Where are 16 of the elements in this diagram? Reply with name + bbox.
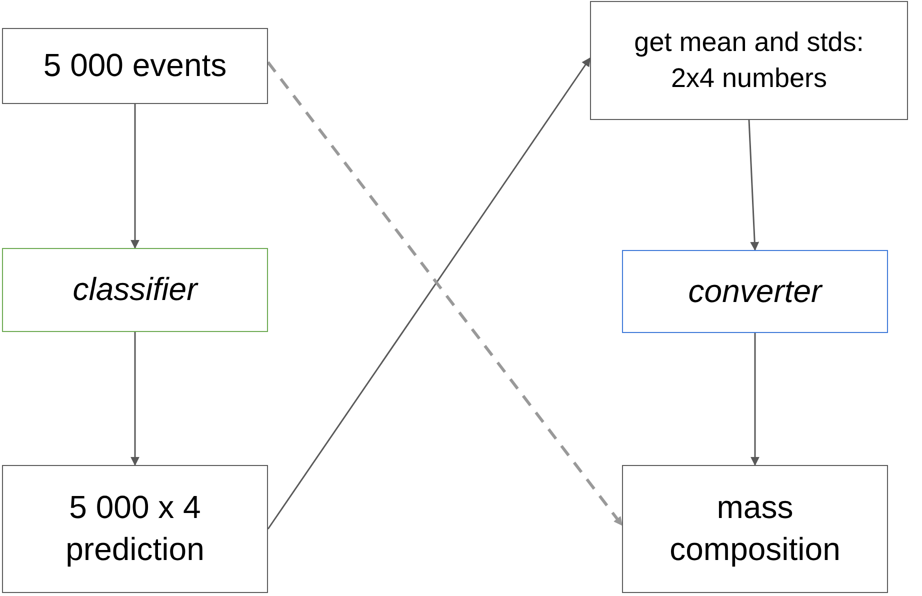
process-box xyxy=(622,250,888,333)
box-label: mass composition xyxy=(668,488,842,569)
arrow xyxy=(748,120,760,251)
box-label: converter xyxy=(688,272,822,311)
arrow xyxy=(130,332,140,466)
box-label: classifier xyxy=(72,270,198,310)
box-label: get mean and stds: 2x4 numbers xyxy=(633,26,865,94)
arrow xyxy=(130,104,140,249)
process-box xyxy=(622,465,888,593)
box-label: 5 000 events xyxy=(43,46,227,86)
process-box xyxy=(2,28,268,104)
process-box xyxy=(2,248,268,332)
process-box xyxy=(2,465,268,593)
box-label: 5 000 x 4 prediction xyxy=(64,488,206,569)
process-box xyxy=(590,1,908,120)
arrow xyxy=(750,333,760,466)
